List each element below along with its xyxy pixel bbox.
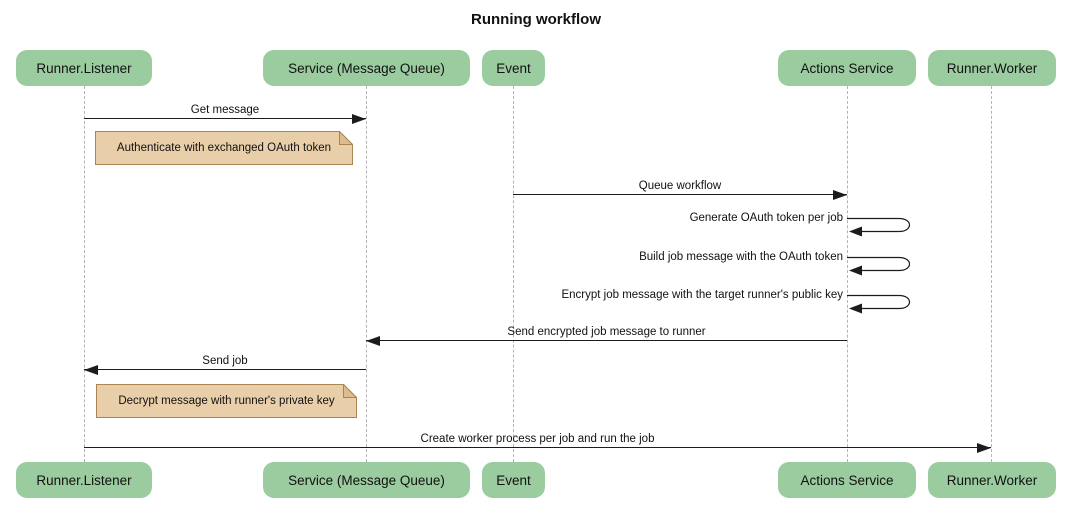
message-arrow-create-worker: Create worker process per job and run th…: [84, 433, 991, 453]
self-loop-arrow: [847, 256, 911, 276]
participant-event-bottom: Event: [482, 462, 545, 498]
self-loop-arrow: [847, 294, 911, 314]
self-loop-arrow: [847, 217, 911, 237]
note-text: Decrypt message with runner's private ke…: [118, 395, 335, 407]
participant-service-message-queue-bottom: Service (Message Queue): [263, 462, 470, 498]
participant-actions-service-bottom: Actions Service: [778, 462, 916, 498]
note-text: Authenticate with exchanged OAuth token: [116, 142, 332, 154]
participant-runner-listener-top: Runner.Listener: [16, 50, 152, 86]
note-shape-icon: [96, 384, 357, 418]
participant-actions-service-top: Actions Service: [778, 50, 916, 86]
participant-runner-listener-bottom: Runner.Listener: [16, 462, 152, 498]
message-label: Get message: [190, 104, 260, 116]
lifeline-actions-service: [847, 86, 848, 462]
self-message-label-generate-token: Generate OAuth token per job: [689, 212, 843, 224]
diagram-title: Running workflow: [471, 11, 601, 28]
message-arrow-get-message: Get message: [84, 104, 366, 124]
message-arrow-queue-workflow: Queue workflow: [513, 180, 847, 200]
message-arrow-send-encrypted-job: Send encrypted job message to runner: [366, 326, 847, 346]
lifeline-runner-worker: [991, 86, 992, 462]
lifeline-runner-listener: [84, 86, 85, 462]
participant-runner-worker-top: Runner.Worker: [928, 50, 1056, 86]
note-authenticate: Authenticate with exchanged OAuth token: [95, 131, 353, 165]
participant-event-top: Event: [482, 50, 545, 86]
note-decrypt: Decrypt message with runner's private ke…: [96, 384, 357, 418]
note-shape-icon: [95, 131, 353, 165]
participant-service-message-queue-top: Service (Message Queue): [263, 50, 470, 86]
lifeline-event: [513, 86, 514, 462]
self-message-label-encrypt-message: Encrypt job message with the target runn…: [561, 289, 843, 301]
message-label: Send encrypted job message to runner: [507, 326, 706, 338]
message-arrow-send-job: Send job: [84, 355, 366, 375]
participant-runner-worker-bottom: Runner.Worker: [928, 462, 1056, 498]
message-label: Send job: [202, 355, 248, 367]
message-label: Create worker process per job and run th…: [420, 433, 655, 445]
message-label: Queue workflow: [638, 180, 722, 192]
lifeline-service-message-queue: [366, 86, 367, 462]
self-message-label-build-message: Build job message with the OAuth token: [639, 251, 843, 263]
